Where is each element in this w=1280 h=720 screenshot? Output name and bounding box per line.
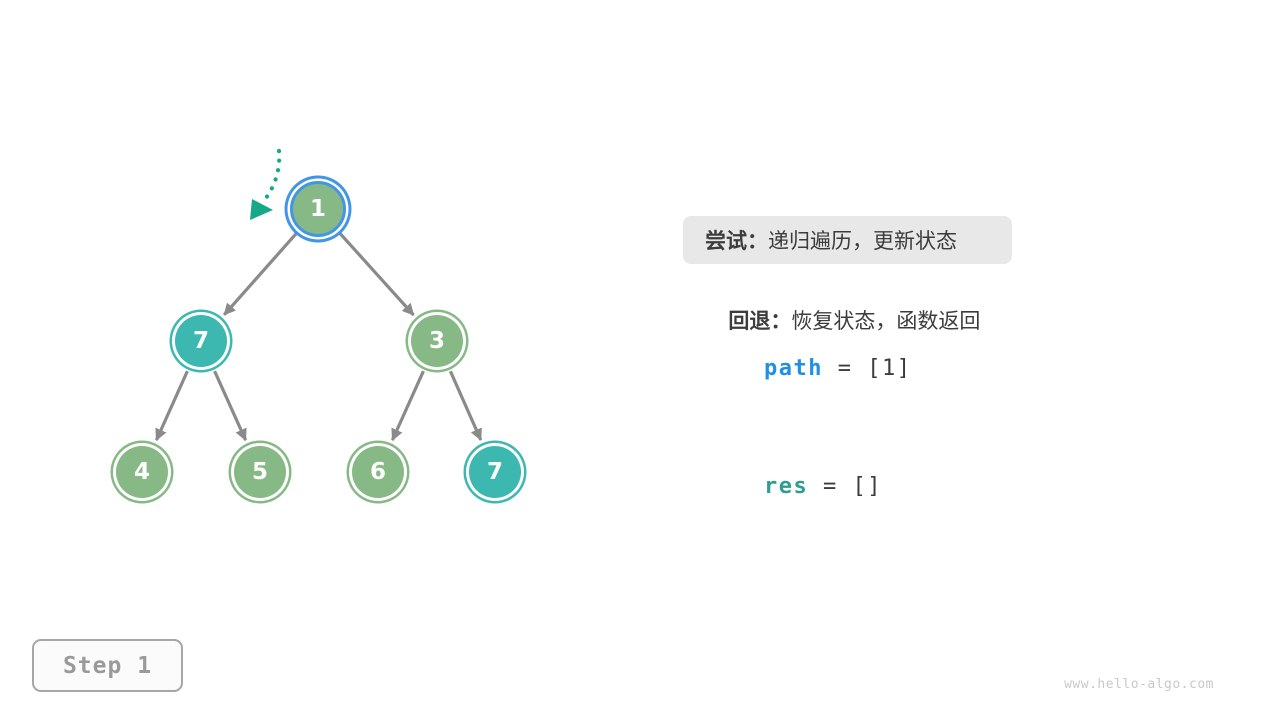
tree-node[interactable]: 5	[234, 446, 286, 498]
res-variable-value: = []	[808, 474, 882, 499]
backtrack-label: 回退：	[728, 310, 792, 333]
current-pointer-arrow-icon	[250, 148, 282, 220]
backtrack-annotation-line: 回退：恢复状态，函数返回	[705, 281, 980, 359]
edge-3-7right	[448, 370, 483, 441]
path-variable-line: path = [1]	[705, 331, 911, 406]
step-badge: Step 1	[32, 639, 183, 692]
tree-node[interactable]: 7	[469, 446, 521, 498]
edge-1-3	[338, 232, 415, 317]
watermark-url: www.hello-algo.com	[1064, 677, 1214, 692]
tree-node[interactable]: 7	[175, 315, 227, 367]
tree-edges	[154, 232, 483, 442]
res-variable-line: res = []	[705, 449, 882, 524]
path-variable-name: path	[763, 356, 823, 381]
tree-node[interactable]: 4	[116, 446, 168, 498]
try-text: 递归遍历，更新状态	[768, 230, 957, 253]
tree-node[interactable]: 6	[352, 446, 404, 498]
edge-7left-5	[213, 370, 248, 442]
res-variable-name: res	[763, 474, 809, 499]
edge-7left-4	[154, 370, 189, 442]
tree-node[interactable]: 3	[411, 315, 463, 367]
try-annotation-box: 尝试：递归遍历，更新状态	[683, 216, 1012, 264]
try-label: 尝试：	[705, 230, 768, 253]
path-variable-value: = [1]	[822, 356, 912, 381]
tree-node-current[interactable]: 1	[290, 181, 346, 237]
backtrack-text: 恢复状态，函数返回	[791, 310, 981, 333]
edge-3-6	[390, 370, 425, 442]
edge-1-7left	[223, 232, 298, 316]
